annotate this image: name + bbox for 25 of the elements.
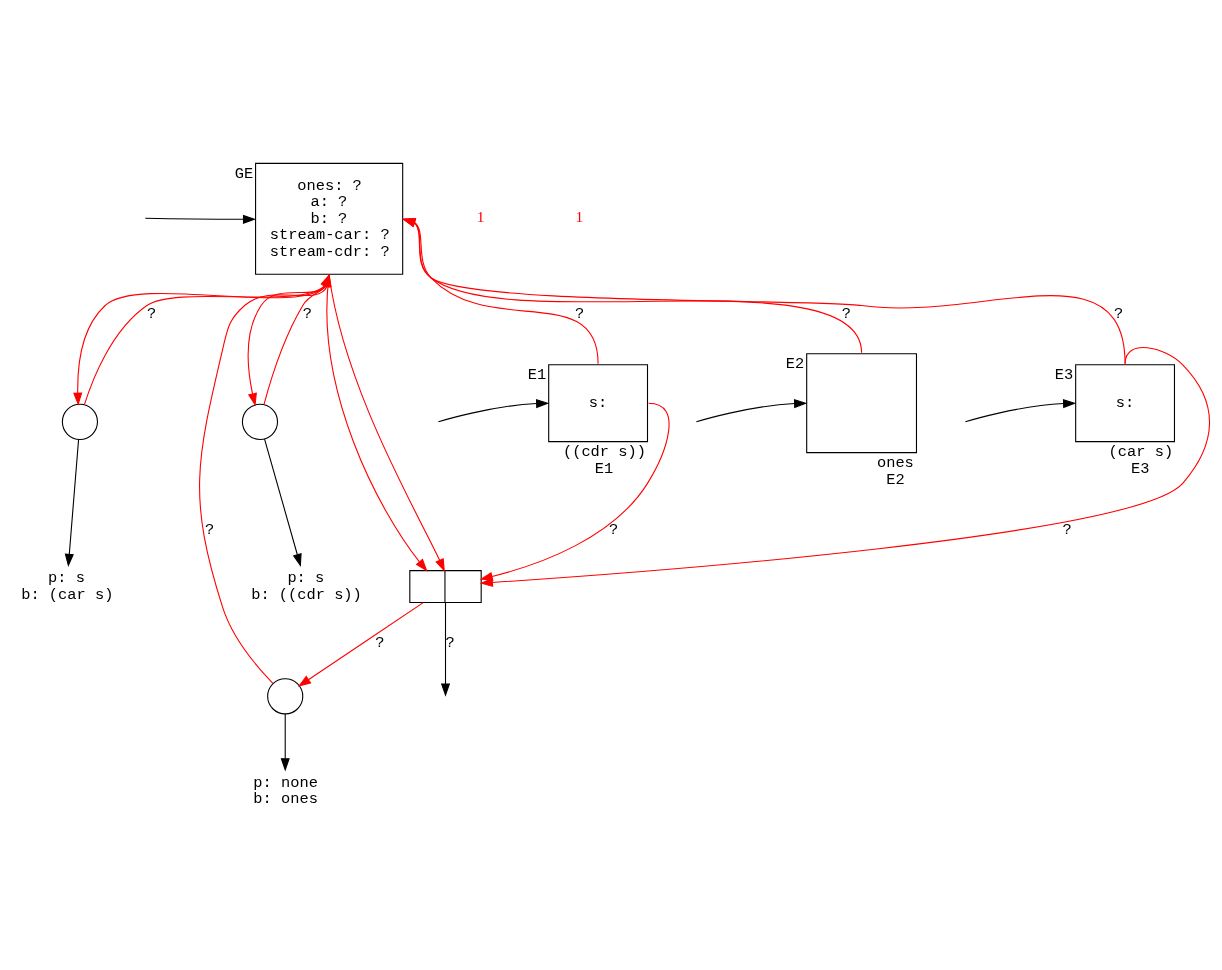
node-label: E1 <box>594 459 614 478</box>
label: 1 <box>476 208 485 226</box>
node-label: (car s) <box>1108 443 1174 462</box>
node-text: p: s b: ((cdr s)) <box>251 569 362 604</box>
edge-label: ? <box>445 634 455 653</box>
edge-label: ? <box>1062 521 1072 540</box>
edge-label: ? <box>146 304 157 323</box>
node-text: p: none b: ones <box>253 773 318 809</box>
edge-label: ? <box>609 521 619 540</box>
edge-label: ? <box>205 521 215 540</box>
edge-label: ? <box>302 304 312 323</box>
node-label: E3 <box>1054 366 1074 385</box>
node-label: E3 <box>1131 459 1150 478</box>
label: 1 <box>575 208 584 226</box>
node-label: E2 <box>886 470 905 489</box>
node-label: E2 <box>785 355 805 374</box>
edge-label: ? <box>575 304 585 323</box>
node-label: E1 <box>527 366 547 385</box>
node-label: GE <box>234 164 254 183</box>
node-label: ((cdr s)) <box>562 443 646 462</box>
node-label: ones <box>876 454 914 473</box>
edge-label: ? <box>841 304 852 323</box>
edge-label: ? <box>375 634 385 653</box>
node-text: p: s b: (car s) <box>21 569 114 604</box>
edge-label: ? <box>1114 304 1124 323</box>
